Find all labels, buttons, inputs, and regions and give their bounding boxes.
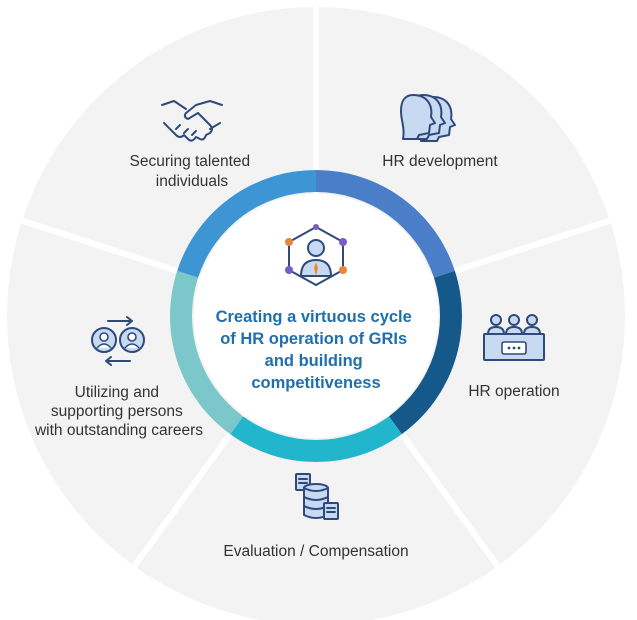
ring-arc-hr-development [316,170,455,278]
meeting-chat-icon [483,314,545,361]
center-message-line-3: and building [265,352,363,370]
segment-utilizing-supporting: Utilizing and supporting persons with ou… [34,316,203,439]
segment-securing-talent: Securing talented individuals [130,100,255,190]
center-disc [194,194,438,438]
center-ring [170,170,462,463]
label-utilizing-supporting-line-3: with outstanding careers [34,422,203,439]
ring-arc-evaluation-compensation [230,416,402,463]
segment-hr-operation: HR operation [468,314,560,400]
ring-arc-securing-talent [177,170,316,278]
label-evaluation-compensation: Evaluation / Compensation [223,543,408,560]
label-hr-development: HR development [382,153,498,170]
person-exchange-icon [91,316,145,366]
handshake-icon [161,100,223,142]
label-hr-operation-line-1: HR operation [468,383,559,400]
center-message-line-2: of HR operation of GRIs [220,330,407,348]
label-hr-development-line-1: HR development [382,153,498,170]
label-utilizing-supporting-line-1: Utilizing and [75,384,159,401]
center-message: Creating a virtuous cycle of HR operatio… [216,308,417,392]
label-utilizing-supporting-line-2: supporting persons [51,403,183,420]
label-securing-talent: Securing talented individuals [130,153,255,190]
center-message-line-4: competitiveness [251,374,380,392]
ring-arc-utilizing-supporting [170,270,244,435]
person-network-icon [285,224,347,286]
ring-arc-hr-operation [388,270,462,435]
label-utilizing-supporting: Utilizing and supporting persons with ou… [34,384,203,439]
label-hr-operation: HR operation [468,383,559,400]
pie-wedge-evaluation-compensation [128,310,504,620]
database-documents-icon [295,473,339,520]
people-profiles-icon [400,94,456,142]
label-evaluation-compensation-line-1: Evaluation / Compensation [223,543,408,560]
center-message-line-1: Creating a virtuous cycle [216,308,412,326]
segment-hr-development: HR development [382,94,498,170]
label-securing-talent-line-2: individuals [156,173,229,190]
label-securing-talent-line-1: Securing talented [130,153,251,170]
segment-evaluation-compensation: Evaluation / Compensation [223,473,409,560]
